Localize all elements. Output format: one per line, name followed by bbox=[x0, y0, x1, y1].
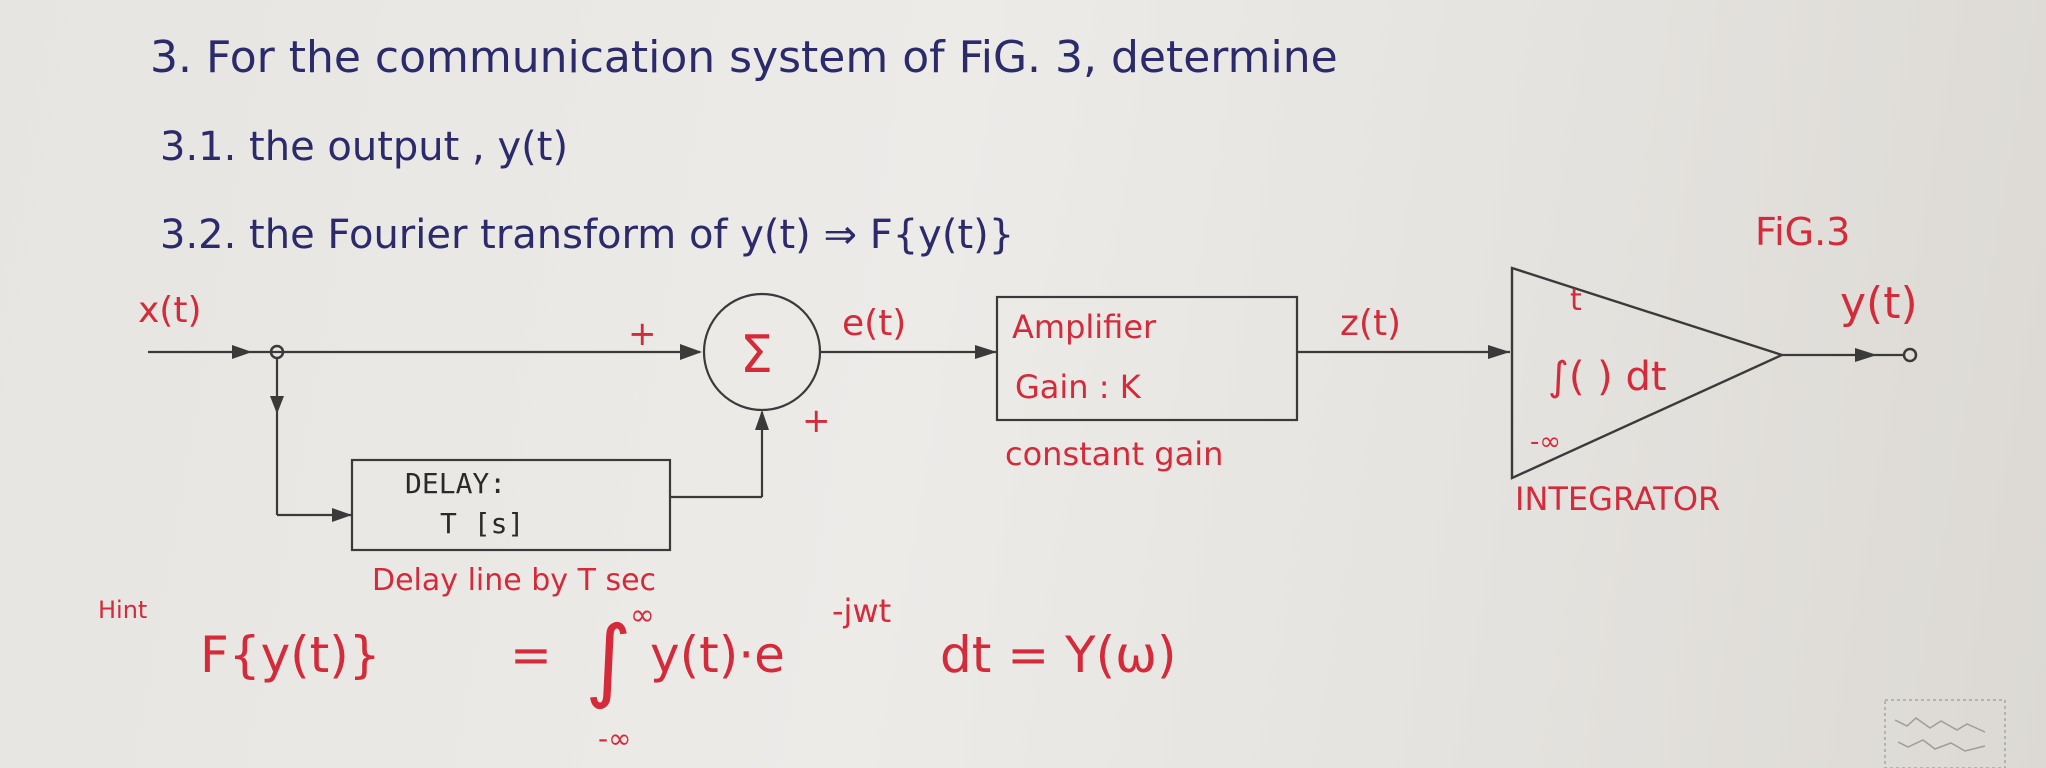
input-signal-label: x(t) bbox=[138, 290, 202, 331]
amplifier-line2: Gain : K bbox=[1015, 368, 1142, 406]
integrator-upper-limit: t bbox=[1570, 283, 1582, 318]
hint-label: Hint bbox=[98, 596, 147, 624]
corner-stamp bbox=[1884, 699, 2006, 768]
amplifier-line1: Amplifier bbox=[1012, 308, 1157, 346]
hint-integral-upper: ∞ bbox=[630, 598, 655, 633]
hint-rhs: dt = Y(ω) bbox=[940, 626, 1176, 684]
integrator-lower-limit: -∞ bbox=[1530, 427, 1561, 457]
delay-caption: Delay line by T sec bbox=[372, 563, 656, 598]
sum-bottom-arrowhead bbox=[755, 410, 769, 430]
input-arrowhead bbox=[232, 345, 252, 359]
z-signal-label: z(t) bbox=[1340, 303, 1401, 344]
output-arrowhead bbox=[1855, 348, 1877, 362]
delay-line2: T [s] bbox=[440, 507, 524, 540]
sum-plus-bottom: + bbox=[802, 401, 831, 441]
delay-block bbox=[350, 458, 672, 552]
integrator-input-arrowhead bbox=[1488, 345, 1510, 359]
delay-line1: DELAY: bbox=[405, 467, 506, 500]
integrator-integrand: ∫( ) dt bbox=[1548, 354, 1667, 400]
figure-label: FiG.3 bbox=[1755, 210, 1850, 254]
question-item-1: 3.1. the output , y(t) bbox=[160, 124, 568, 170]
integrator-caption: INTEGRATOR bbox=[1515, 480, 1720, 518]
amplifier-caption: constant gain bbox=[1005, 435, 1223, 473]
hint-integral-lower: -∞ bbox=[598, 722, 631, 755]
hint-exponent: -jwt bbox=[832, 592, 891, 630]
hint-lhs: F{y(t)} bbox=[200, 626, 381, 684]
question-title: 3. For the communication system of FiG. … bbox=[150, 32, 1338, 83]
error-signal-label: e(t) bbox=[842, 303, 906, 344]
branch-arrowhead-down bbox=[270, 396, 284, 414]
output-node bbox=[1902, 347, 1918, 363]
integral-sign-icon: ∫ bbox=[585, 607, 632, 712]
sum-input-arrowhead bbox=[680, 344, 702, 360]
hint-integrand: y(t)·e bbox=[650, 626, 785, 684]
integrator-block bbox=[1510, 266, 1786, 480]
amplifier-block bbox=[995, 295, 1299, 422]
delay-input-arrowhead bbox=[332, 508, 352, 522]
question-item-2: 3.2. the Fourier transform of y(t) ⇒ F{y… bbox=[160, 212, 1014, 258]
output-signal-label: y(t) bbox=[1840, 278, 1918, 329]
hint-equals: = bbox=[510, 626, 552, 684]
sum-plus-top: + bbox=[628, 314, 657, 354]
sum-symbol: Σ bbox=[740, 325, 773, 385]
amp-input-arrowhead bbox=[975, 345, 997, 359]
